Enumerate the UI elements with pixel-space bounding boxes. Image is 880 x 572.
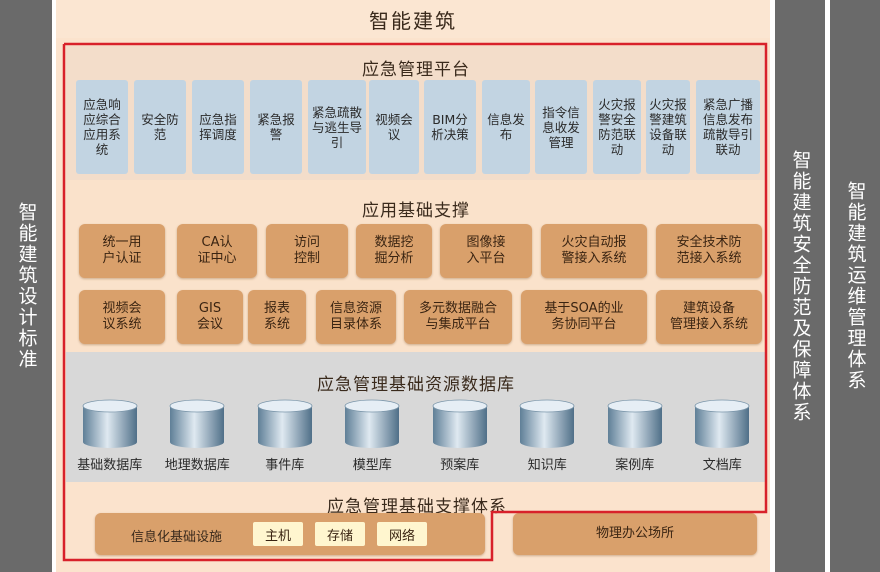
platform-card: 安全防范 bbox=[134, 80, 186, 174]
database-icon bbox=[344, 399, 400, 448]
support-title: 应用基础支撑 bbox=[362, 201, 470, 221]
platform-card: 紧急广播信息发布疏散导引联动 bbox=[696, 80, 760, 174]
database-row: 基础数据库 地理数据库 事件库 模型库 预案库 知识库 案例库 文档库 bbox=[66, 398, 766, 478]
support-card: CA认 证中心 bbox=[177, 224, 257, 278]
support-card: 访问 控制 bbox=[266, 224, 348, 278]
platform-card: 视频会议 bbox=[369, 80, 419, 174]
database-title: 应急管理基础资源数据库 bbox=[317, 375, 515, 395]
left-side-label: 智能建筑设计标准 bbox=[15, 202, 38, 370]
support-card: 火灾自动报 警接入系统 bbox=[541, 224, 647, 278]
database-icon bbox=[432, 399, 488, 448]
support-card: 多元数据融合 与集成平台 bbox=[404, 290, 512, 344]
database-label: 案例库 bbox=[615, 458, 655, 473]
office-box: 物理办公场所 bbox=[513, 513, 757, 555]
support-card: 统一用 户认证 bbox=[79, 224, 165, 278]
platform-card: 火灾报警建筑设备联动 bbox=[646, 80, 690, 174]
database-icon bbox=[519, 399, 575, 448]
diagram-title: 智能建筑 bbox=[56, 0, 770, 38]
platform-card: 信息发布 bbox=[482, 80, 530, 174]
support-card: 安全技术防 范接入系统 bbox=[656, 224, 762, 278]
right-side-label-1: 智能建筑安全防范及保障体系 bbox=[789, 149, 812, 423]
database-icon bbox=[257, 399, 313, 448]
chip-storage: 存储 bbox=[315, 522, 365, 546]
database-item: 预案库 bbox=[416, 398, 504, 473]
support-card: 数据挖 掘分析 bbox=[356, 224, 432, 278]
database-item: 文档库 bbox=[679, 398, 767, 473]
support-card: 建筑设备 管理接入系统 bbox=[656, 290, 762, 344]
left-side-bar: 智能建筑设计标准 bbox=[0, 0, 52, 572]
database-item: 基础数据库 bbox=[66, 398, 154, 473]
right-side-label-2: 智能建筑运维管理体系 bbox=[844, 181, 867, 391]
platform-card: BIM分析决策 bbox=[424, 80, 476, 174]
database-label: 知识库 bbox=[527, 458, 567, 473]
database-item: 事件库 bbox=[241, 398, 329, 473]
database-icon bbox=[607, 399, 663, 448]
platform-card: 应急响应综合应用系统 bbox=[76, 80, 128, 174]
platform-card: 火灾报警安全防范联动 bbox=[593, 80, 641, 174]
database-icon bbox=[82, 399, 138, 448]
support-card: GIS 会议 bbox=[177, 290, 243, 344]
database-icon bbox=[169, 399, 225, 448]
database-item: 模型库 bbox=[329, 398, 417, 473]
support-card: 视频会 议系统 bbox=[79, 290, 165, 344]
database-item: 案例库 bbox=[591, 398, 679, 473]
chip-network: 网络 bbox=[377, 522, 427, 546]
platform-card: 紧急疏散与逃生导引 bbox=[308, 80, 366, 174]
platform-title: 应急管理平台 bbox=[362, 60, 470, 80]
database-label: 基础数据库 bbox=[77, 458, 143, 473]
database-label: 预案库 bbox=[440, 458, 480, 473]
database-label: 模型库 bbox=[352, 458, 392, 473]
platform-card: 指令信息收发管理 bbox=[535, 80, 587, 174]
infra-label: 信息化基础设施 bbox=[131, 530, 223, 545]
database-item: 知识库 bbox=[504, 398, 592, 473]
database-label: 文档库 bbox=[702, 458, 742, 473]
database-label: 事件库 bbox=[265, 458, 305, 473]
support-card: 报表 系统 bbox=[248, 290, 306, 344]
platform-card: 应急指挥调度 bbox=[192, 80, 244, 174]
database-label: 地理数据库 bbox=[164, 458, 230, 473]
support-card: 基于SOA的业 务协同平台 bbox=[521, 290, 647, 344]
database-icon bbox=[694, 399, 750, 448]
support-card: 信息资源 目录体系 bbox=[316, 290, 396, 344]
infra-box: 信息化基础设施 主机 存储 网络 bbox=[95, 513, 485, 555]
chip-host: 主机 bbox=[253, 522, 303, 546]
platform-card: 紧急报警 bbox=[250, 80, 302, 174]
database-item: 地理数据库 bbox=[154, 398, 242, 473]
right-side-bar-2: 智能建筑运维管理体系 bbox=[830, 0, 880, 572]
support-card: 图像接 入平台 bbox=[440, 224, 532, 278]
right-side-bar-1: 智能建筑安全防范及保障体系 bbox=[775, 0, 825, 572]
